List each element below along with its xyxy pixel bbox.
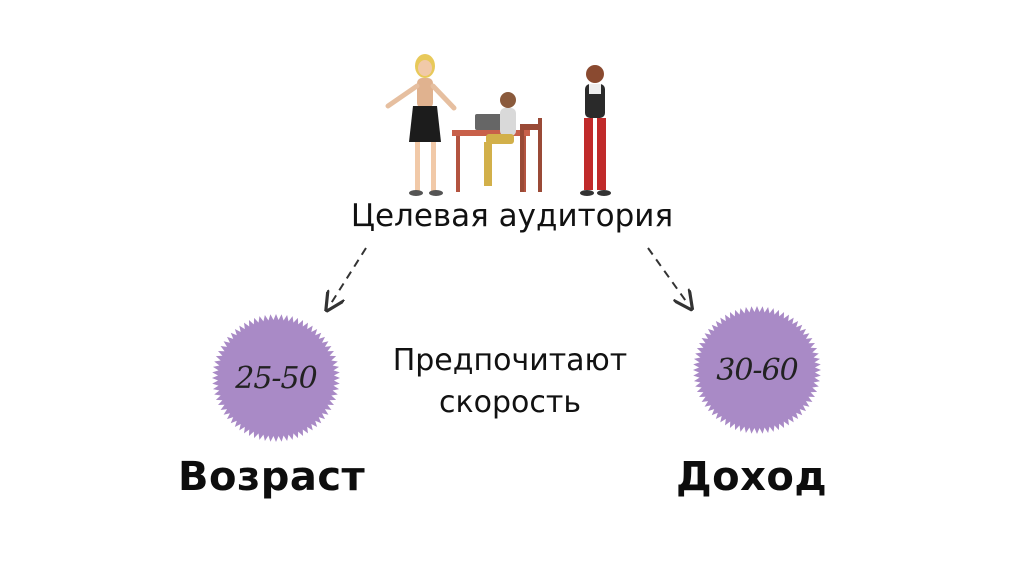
age-label: Возраст <box>178 454 366 500</box>
income-badge: 30-60 <box>692 305 822 435</box>
man-at-desk-figure <box>452 92 542 192</box>
starburst-shape <box>212 314 340 442</box>
age-badge: 25-50 <box>211 313 341 443</box>
center-text-line-1: Предпочитают <box>392 343 628 378</box>
income-label: Доход <box>676 454 828 500</box>
page-title: Целевая аудитория <box>350 198 674 234</box>
center-text: Предпочитают скорость <box>340 340 680 424</box>
income-value: 30-60 <box>716 352 798 388</box>
arrow-left <box>330 247 367 305</box>
people-illustration <box>385 54 611 196</box>
arrow-right <box>647 247 688 304</box>
age-value: 25-50 <box>235 360 317 396</box>
starburst-shape <box>693 306 821 434</box>
woman-figure <box>385 54 457 196</box>
center-text-line-2: скорость <box>438 385 582 420</box>
man-standing-figure <box>580 65 611 196</box>
